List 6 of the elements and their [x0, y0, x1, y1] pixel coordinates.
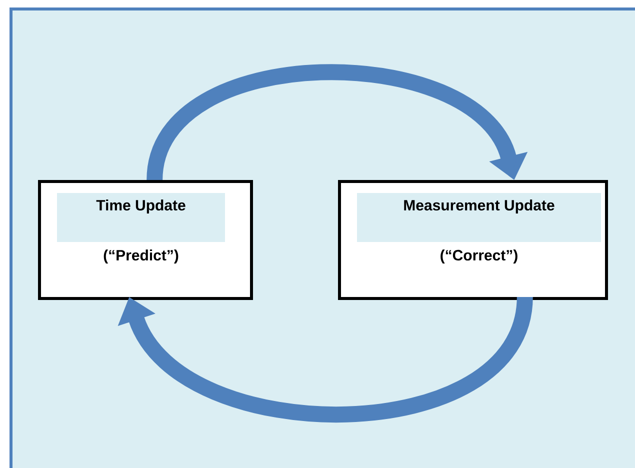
box-subtitle: (“Correct”)	[440, 250, 518, 264]
box-heading: Measurement Update	[357, 193, 601, 242]
box-heading: Time Update	[57, 193, 225, 242]
curved-arrow	[118, 295, 533, 422]
box-subtitle: (“Predict”)	[104, 250, 178, 264]
curved-arrow	[146, 64, 528, 182]
